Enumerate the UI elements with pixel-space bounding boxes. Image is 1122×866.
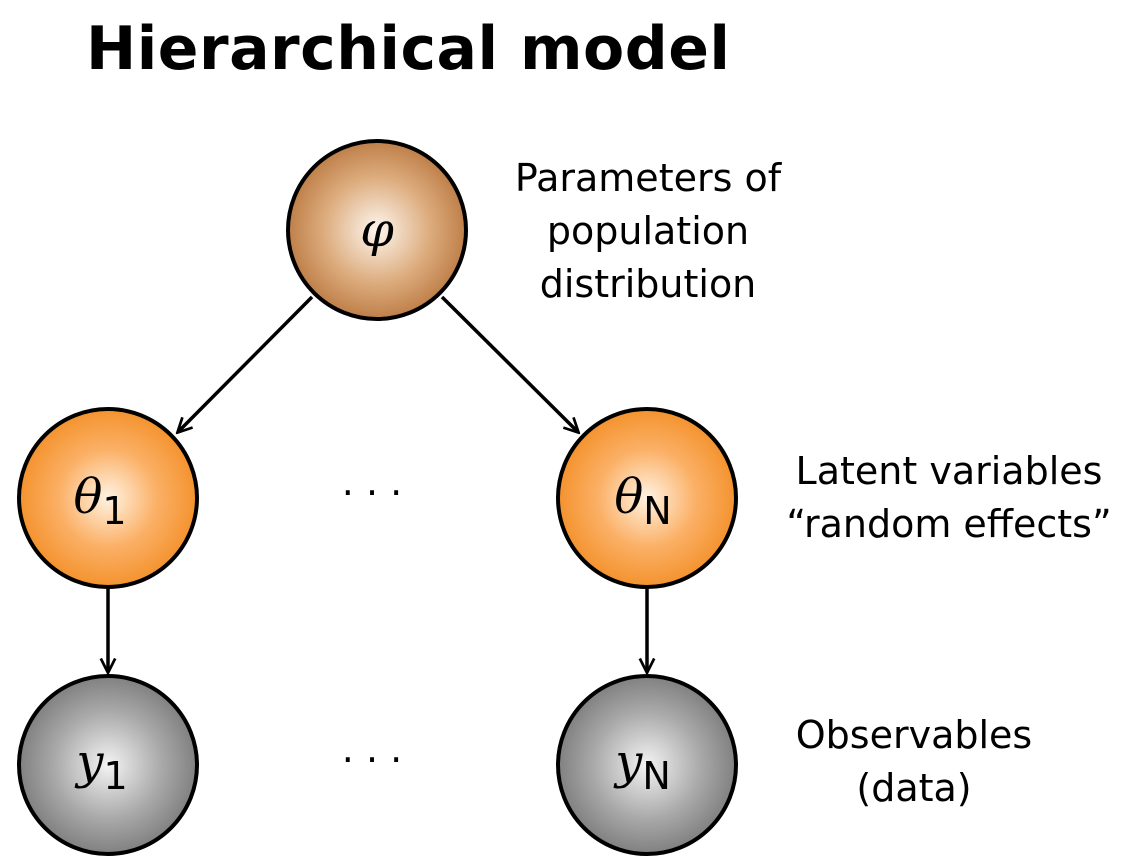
node-theta-n-symbol: θN bbox=[614, 469, 671, 533]
node-y-1-symbol: y1 bbox=[74, 734, 127, 798]
label-population-line-2: population bbox=[546, 209, 750, 253]
ellipsis-latent: · · · bbox=[342, 471, 402, 515]
label-latent-line-2: “random effects” bbox=[786, 502, 1112, 546]
node-y-n-symbol: yN bbox=[613, 734, 671, 798]
node-y-1: y1 bbox=[17, 674, 199, 856]
edge-phi-theta-n bbox=[440, 295, 578, 432]
node-theta-1-symbol: θ1 bbox=[73, 469, 126, 533]
node-theta-1: θ1 bbox=[17, 407, 199, 589]
label-latent-line-1: Latent variables bbox=[795, 449, 1103, 493]
ellipsis-observable: · · · bbox=[342, 738, 402, 782]
node-theta-n: θN bbox=[556, 407, 738, 589]
edge-phi-theta-1 bbox=[178, 295, 314, 432]
page-title: Hierarchical model bbox=[86, 14, 731, 84]
label-observables: Observables (data) bbox=[780, 709, 1048, 815]
node-phi: φ bbox=[286, 139, 468, 321]
label-latent-variables: Latent variables “random effects” bbox=[776, 445, 1122, 551]
node-phi-symbol: φ bbox=[360, 202, 394, 258]
node-y-n: yN bbox=[556, 674, 738, 856]
label-observables-line-1: Observables bbox=[795, 713, 1033, 757]
label-observables-line-2: (data) bbox=[856, 766, 972, 810]
label-population-line-1: Parameters of bbox=[514, 156, 782, 200]
label-population-parameters: Parameters of population distribution bbox=[500, 152, 796, 311]
label-population-line-3: distribution bbox=[539, 262, 757, 306]
